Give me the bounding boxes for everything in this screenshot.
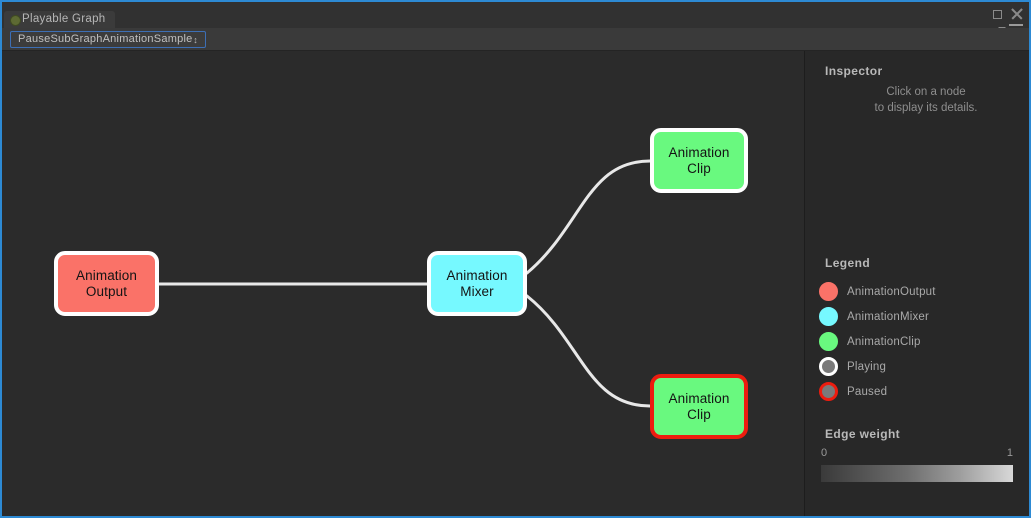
- graph-selector-dropdown[interactable]: PauseSubGraphAnimationSample ↕: [10, 31, 206, 48]
- legend-item: Paused: [819, 379, 1021, 404]
- edge-weight-scale: 0 1: [821, 447, 1013, 461]
- legend-swatch-icon: [819, 382, 838, 401]
- graph-toolbar: PauseSubGraphAnimationSample ↕: [2, 28, 1029, 51]
- tab-label: Playable Graph: [22, 13, 106, 25]
- close-icon[interactable]: [1011, 8, 1023, 20]
- graph-node-label: Animation Clip: [668, 390, 730, 422]
- legend-swatch-icon: [819, 307, 838, 326]
- edge-weight-min: 0: [821, 447, 828, 459]
- legend-swatch-icon: [819, 332, 838, 351]
- edge-weight-gradient: [821, 465, 1013, 482]
- graph-node-label: Animation Clip: [668, 144, 730, 176]
- legend-item-label: AnimationOutput: [847, 285, 936, 298]
- graph-selector-value: PauseSubGraphAnimationSample: [18, 33, 193, 45]
- maximize-icon[interactable]: [993, 9, 1002, 19]
- window-titlebar: Playable Graph: [2, 2, 1029, 34]
- legend-swatch-icon: [819, 282, 838, 301]
- tab-playable-graph[interactable]: Playable Graph: [4, 11, 116, 28]
- side-panel: Inspector Click on a node to display its…: [804, 51, 1029, 516]
- legend-item: AnimationClip: [819, 329, 1021, 354]
- graph-node-label: Animation Output: [76, 267, 137, 299]
- playable-graph-icon: [10, 15, 21, 26]
- graph-node-animation-output[interactable]: Animation Output: [54, 251, 159, 316]
- graph-edge: [525, 159, 652, 275]
- legend-item: AnimationMixer: [819, 304, 1021, 329]
- legend-item-label: Playing: [847, 360, 887, 373]
- legend-title: Legend: [825, 256, 871, 270]
- graph-edges: [157, 159, 652, 408]
- stepper-arrows-icon: ↕: [193, 35, 198, 45]
- legend-item: AnimationOutput: [819, 279, 1021, 304]
- legend-item-label: AnimationMixer: [847, 310, 930, 323]
- graph-node-label: Animation Mixer: [446, 267, 508, 299]
- legend-item-label: AnimationClip: [847, 335, 921, 348]
- window-controls: [993, 8, 1023, 20]
- inspector-hint: Click on a node to display its details.: [874, 86, 978, 114]
- inspector-title: Inspector: [825, 64, 883, 78]
- edge-weight-title: Edge weight: [825, 427, 901, 441]
- edge-weight-max: 1: [1006, 447, 1013, 459]
- graph-node-animation-mixer[interactable]: Animation Mixer: [427, 251, 527, 316]
- legend-item-label: Paused: [847, 385, 888, 398]
- legend-item: Playing: [819, 354, 1021, 379]
- graph-edge: [525, 294, 652, 408]
- graph-node-animation-clip-top[interactable]: Animation Clip: [650, 128, 748, 193]
- graph-node-animation-clip-bottom[interactable]: Animation Clip: [650, 374, 748, 439]
- legend-swatch-icon: [819, 357, 838, 376]
